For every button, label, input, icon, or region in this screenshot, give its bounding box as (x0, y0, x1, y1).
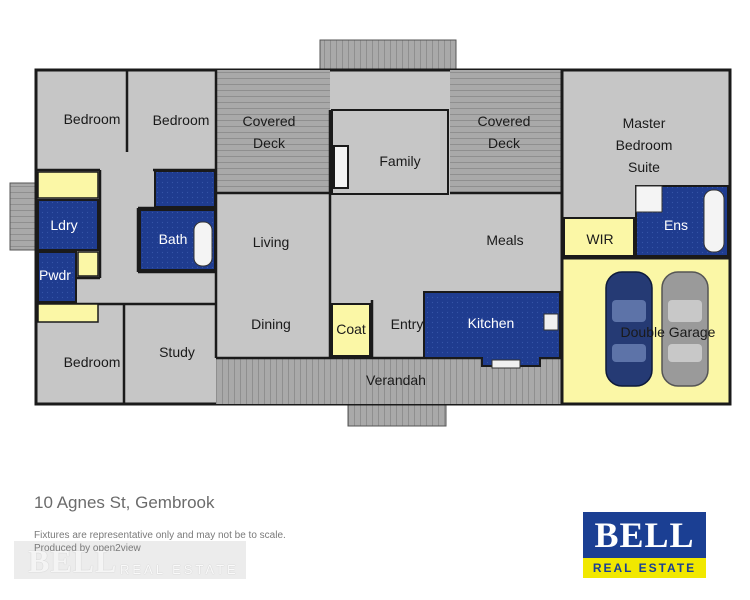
shower (635, 185, 663, 213)
label-bedroom-1: Bedroom (64, 111, 121, 127)
car-right (661, 271, 709, 387)
laundry-area (37, 199, 99, 251)
fireplace (333, 145, 349, 189)
label-coat: Coat (336, 321, 366, 337)
label-family: Family (379, 153, 420, 169)
family-room (331, 109, 449, 195)
label-laundry: Ldry (50, 217, 77, 233)
label-double-garage: Double Garage (621, 324, 716, 340)
linen-storage-1 (37, 171, 99, 199)
side-steps (9, 182, 37, 251)
covered-deck-right (450, 70, 562, 193)
label-wir: WIR (586, 231, 613, 247)
kitchen-sink (491, 359, 521, 369)
label-powder: Pwdr (39, 267, 71, 283)
covered-deck-left (216, 70, 330, 193)
label-dining: Dining (251, 316, 291, 332)
watermark-background (14, 541, 246, 579)
producer-credit: Produced by open2view (34, 543, 141, 554)
linen-storage-3 (37, 303, 99, 323)
cooktop (543, 313, 559, 331)
logo-top-panel: BELL (583, 512, 706, 558)
wir-area (563, 217, 635, 257)
label-bedroom-2: Bedroom (153, 112, 210, 128)
car-left (605, 271, 653, 387)
front-steps (347, 403, 447, 427)
logo-tagline: REAL ESTATE (592, 561, 697, 575)
agency-logo: BELL REAL ESTATE (583, 512, 706, 578)
logo-bottom-panel: REAL ESTATE (583, 558, 706, 578)
label-bath: Bath (159, 231, 188, 247)
coat-closet (331, 303, 371, 357)
property-address: 10 Agnes St, Gembrook (34, 493, 215, 512)
watermark-brand: BELL (28, 543, 118, 579)
bathtub (193, 221, 213, 267)
bath-vanity (154, 170, 216, 208)
label-study: Study (159, 344, 195, 360)
label-kitchen: Kitchen (468, 315, 515, 331)
interior-walls (36, 70, 562, 404)
disclaimer-text: Fixtures are representative only and may… (34, 530, 286, 541)
label-verandah: Verandah (366, 372, 426, 388)
label-meals: Meals (486, 232, 523, 248)
ensuite-bathtub (703, 189, 725, 253)
label-living: Living (253, 234, 290, 250)
logo-brand-name: BELL (594, 515, 695, 555)
powder-area (37, 251, 77, 303)
label-entry: Entry (391, 316, 424, 332)
label-bedroom-3: Bedroom (64, 354, 121, 370)
rear-steps (319, 39, 457, 71)
label-ensuite: Ens (664, 217, 688, 233)
linen-storage-2 (77, 251, 99, 277)
kitchen-area (423, 291, 561, 367)
watermark-tagline: REAL ESTATE (120, 562, 239, 577)
